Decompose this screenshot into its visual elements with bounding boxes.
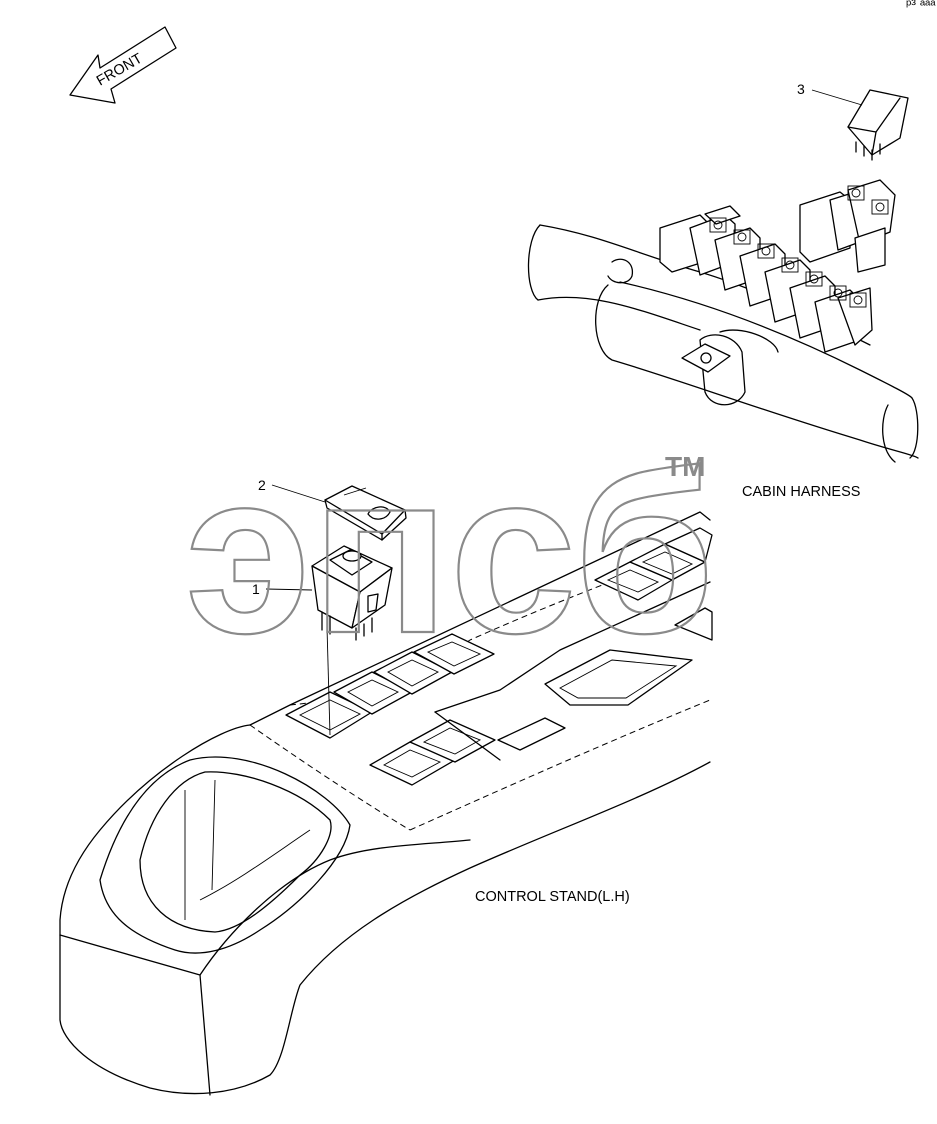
install-guide-line bbox=[326, 626, 331, 736]
watermark-logo: эпсб TM bbox=[184, 423, 716, 682]
rocker-switch-part bbox=[311, 545, 393, 641]
cabin-harness-drawing bbox=[527, 179, 919, 463]
control-stand-label: CONTROL STAND(L.H) bbox=[475, 889, 630, 905]
callout-2: 2 bbox=[258, 477, 266, 493]
cabin-harness-label: CABIN HARNESS bbox=[742, 484, 860, 500]
callout-1: 1 bbox=[252, 581, 260, 597]
corner-mark: ᵖ³ ᵃᵃᵃ bbox=[906, 0, 936, 12]
watermark-text: эпсб bbox=[185, 424, 715, 681]
front-arrow-icon: FRONT bbox=[69, 26, 177, 104]
watermark-trademark: TM bbox=[665, 451, 705, 482]
switch-cap-part bbox=[324, 485, 407, 541]
relay-part bbox=[847, 89, 909, 161]
leader-line-3 bbox=[811, 89, 863, 106]
control-stand-drawing bbox=[59, 511, 713, 1096]
leader-line-2 bbox=[271, 484, 326, 503]
leader-line-1 bbox=[265, 588, 313, 591]
callout-3: 3 bbox=[797, 81, 805, 97]
